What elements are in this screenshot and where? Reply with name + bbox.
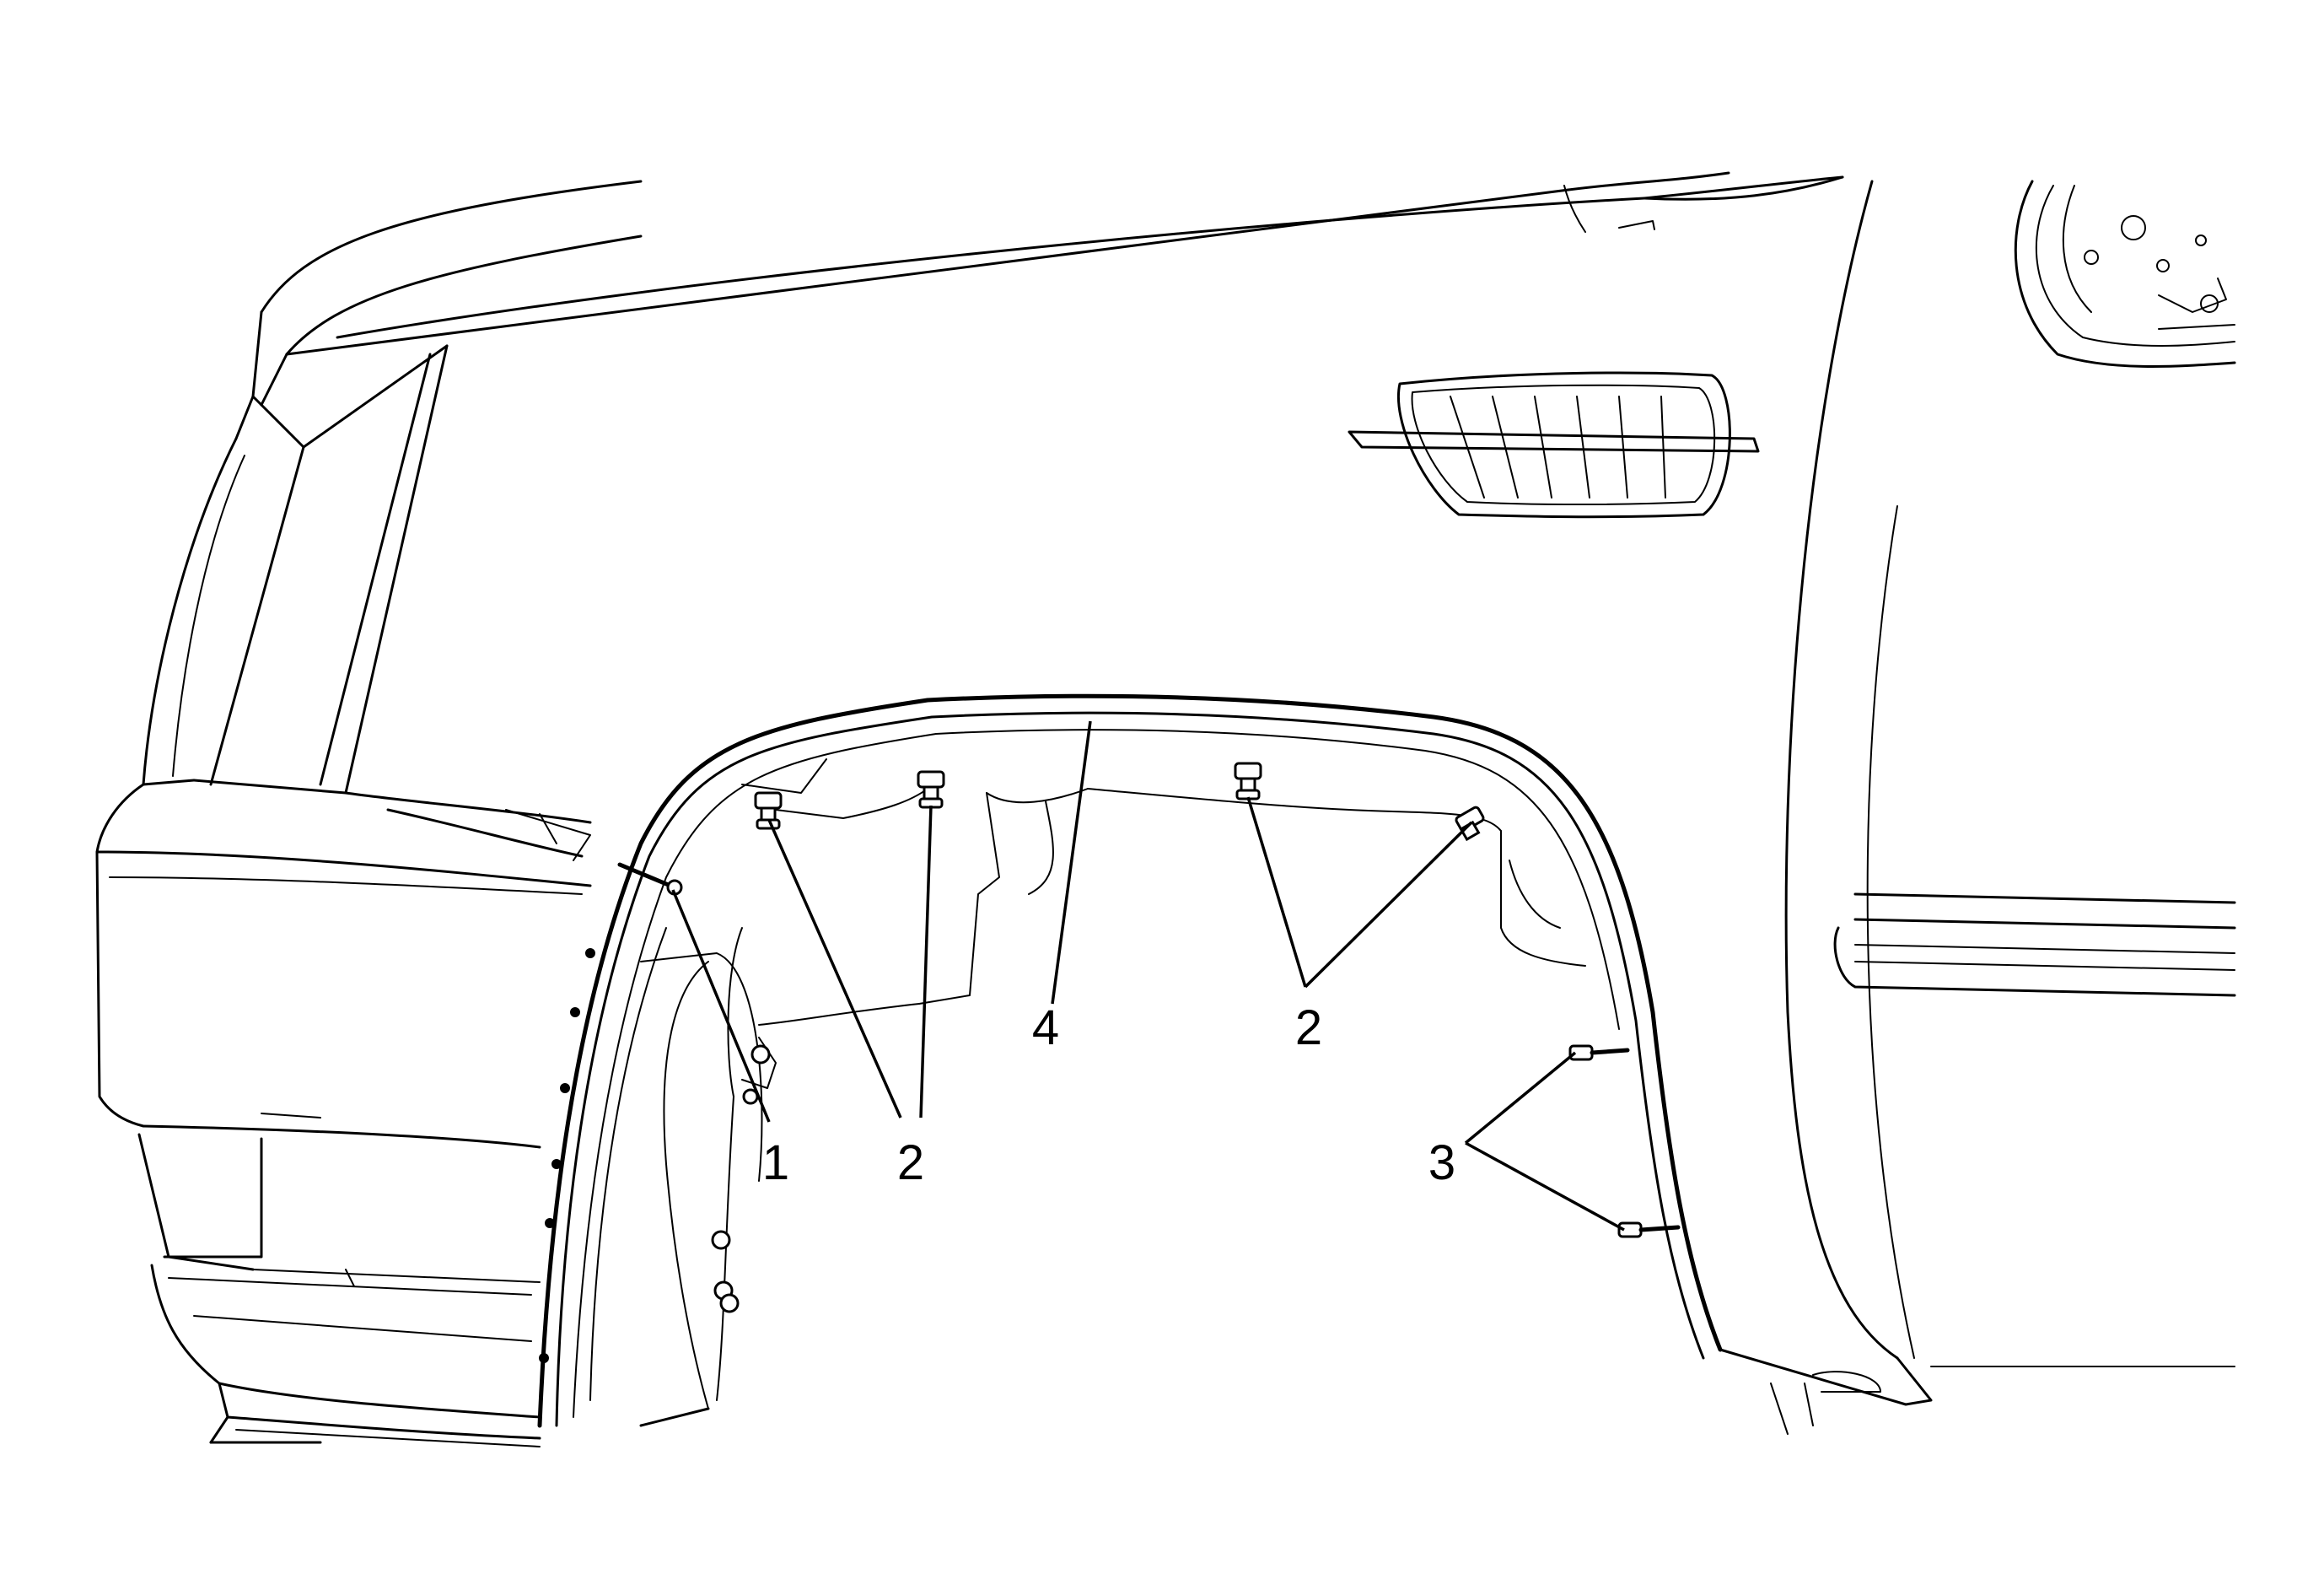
lower-screws xyxy=(1568,1044,1681,1238)
leader-lines xyxy=(671,720,1625,1232)
lower-screw-2 xyxy=(1617,1221,1681,1238)
door-hinge-detail xyxy=(2014,180,2236,368)
wheelhouse-liner xyxy=(639,758,1586,1427)
wheel-opening-flare xyxy=(537,693,1723,1428)
push-pin-retainers xyxy=(754,762,1485,842)
bumper-fasteners xyxy=(539,948,771,1363)
retainer-2 xyxy=(917,770,945,809)
headlamp-frame xyxy=(142,310,449,795)
fender-vent xyxy=(1348,371,1760,519)
hood-and-fender-outline xyxy=(260,171,1844,356)
callout-3: 3 xyxy=(1428,1135,1455,1190)
callout-2-right: 2 xyxy=(1295,1000,1322,1055)
retainer-3 xyxy=(1234,762,1262,800)
callout-labels: 1 2 4 2 3 xyxy=(762,1000,1455,1190)
retainer-4 xyxy=(1455,806,1485,842)
callout-1: 1 xyxy=(762,1135,789,1190)
front-bumper xyxy=(95,779,592,1447)
callout-2-left: 2 xyxy=(897,1135,924,1190)
retainer-1 xyxy=(754,791,783,830)
lower-screw-1 xyxy=(1568,1044,1630,1061)
callout-4: 4 xyxy=(1032,1000,1059,1055)
door-edge xyxy=(1719,180,2236,1435)
